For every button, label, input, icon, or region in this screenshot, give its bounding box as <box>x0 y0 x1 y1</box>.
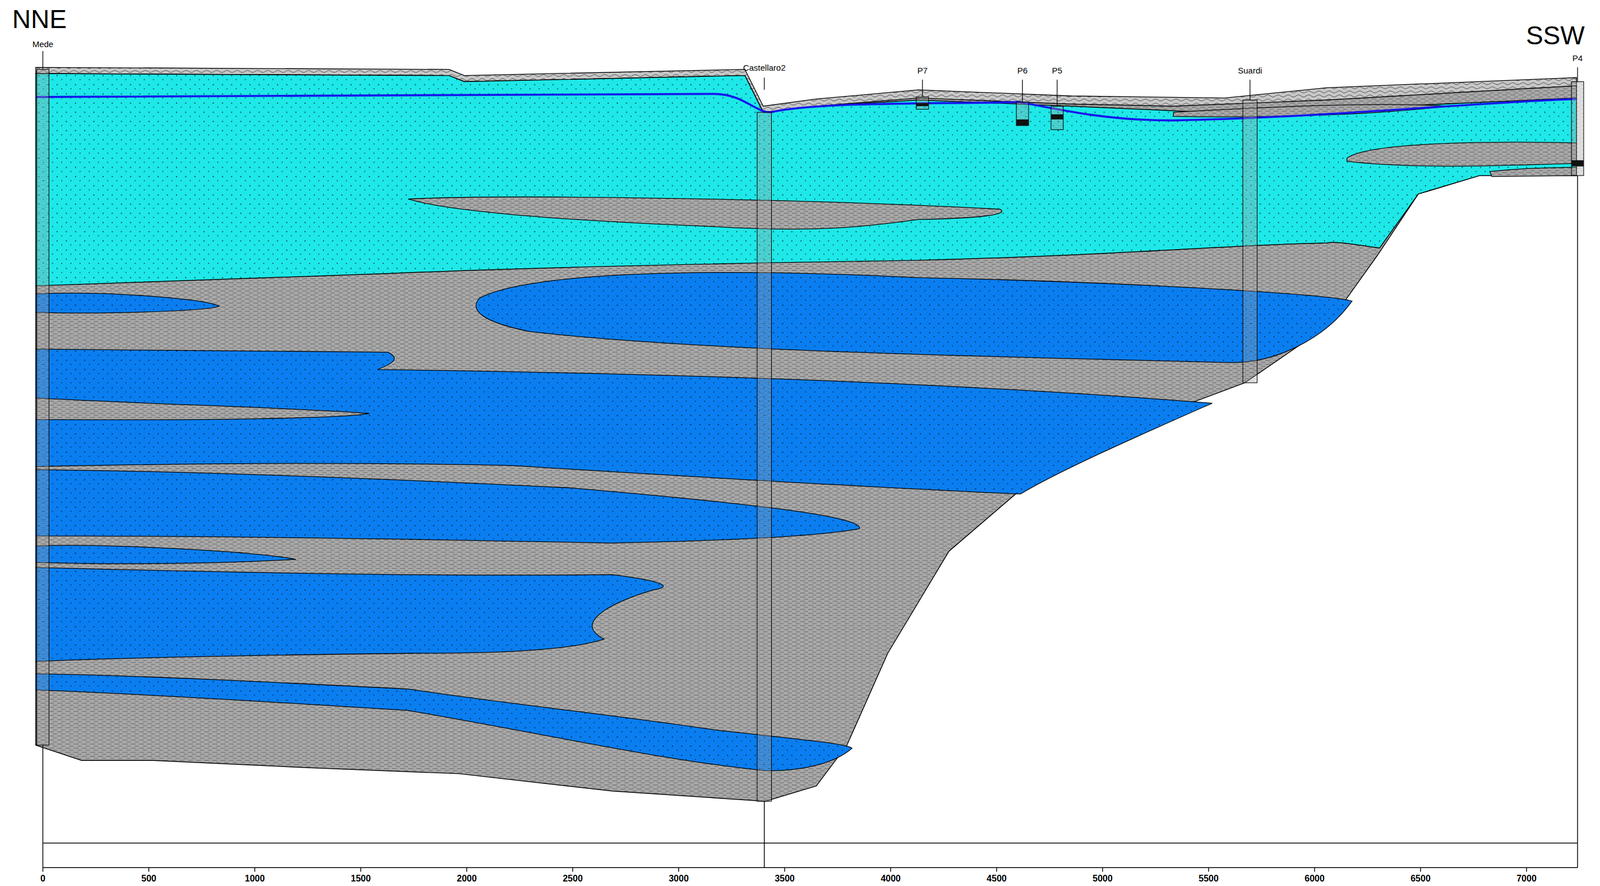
axis-number: 6000 <box>1304 873 1325 883</box>
axis-tick <box>254 867 256 871</box>
direction-label: NNE <box>12 6 67 32</box>
axis-tick <box>1525 867 1527 871</box>
axis-number: 5500 <box>1198 873 1219 883</box>
well-name: P5 <box>1052 66 1063 75</box>
axis-tick <box>1419 867 1421 871</box>
axis-tick <box>1101 867 1103 871</box>
axis-number: 2500 <box>562 873 583 883</box>
direction-label: SSW <box>1525 22 1585 49</box>
well-name: P6 <box>1017 66 1028 75</box>
axis-number: 3500 <box>774 873 795 883</box>
axis-tick <box>360 867 362 871</box>
well-name: P7 <box>917 66 928 75</box>
axis-number: 4500 <box>986 873 1007 883</box>
axis-number: 4000 <box>880 873 901 883</box>
axis-number: 6500 <box>1410 873 1431 883</box>
axis-number: 3000 <box>668 873 689 883</box>
axis-tick <box>1207 867 1209 871</box>
well-name: Suardi <box>1237 66 1262 75</box>
well-name: Mede <box>32 39 54 49</box>
axis-tick <box>784 867 785 871</box>
axis-number: 500 <box>141 873 157 883</box>
well-name: P4 <box>1572 53 1583 63</box>
axis-tick <box>148 867 150 871</box>
axis-tick <box>996 867 997 871</box>
axis-tick <box>1313 867 1315 871</box>
axis-number: 5000 <box>1092 873 1113 883</box>
axis-number: 0 <box>40 873 46 883</box>
axis-number: 2000 <box>457 873 478 883</box>
axis-tick <box>572 867 574 871</box>
axis-tick <box>890 867 891 871</box>
well-name: Castellaro2 <box>743 63 786 72</box>
axis-number: 7000 <box>1516 873 1537 883</box>
axis-tick <box>42 867 44 871</box>
axis-tick <box>466 867 468 871</box>
axis-tick <box>678 867 680 871</box>
axis-number: 1500 <box>351 873 372 883</box>
axis-number: 1000 <box>245 873 266 883</box>
